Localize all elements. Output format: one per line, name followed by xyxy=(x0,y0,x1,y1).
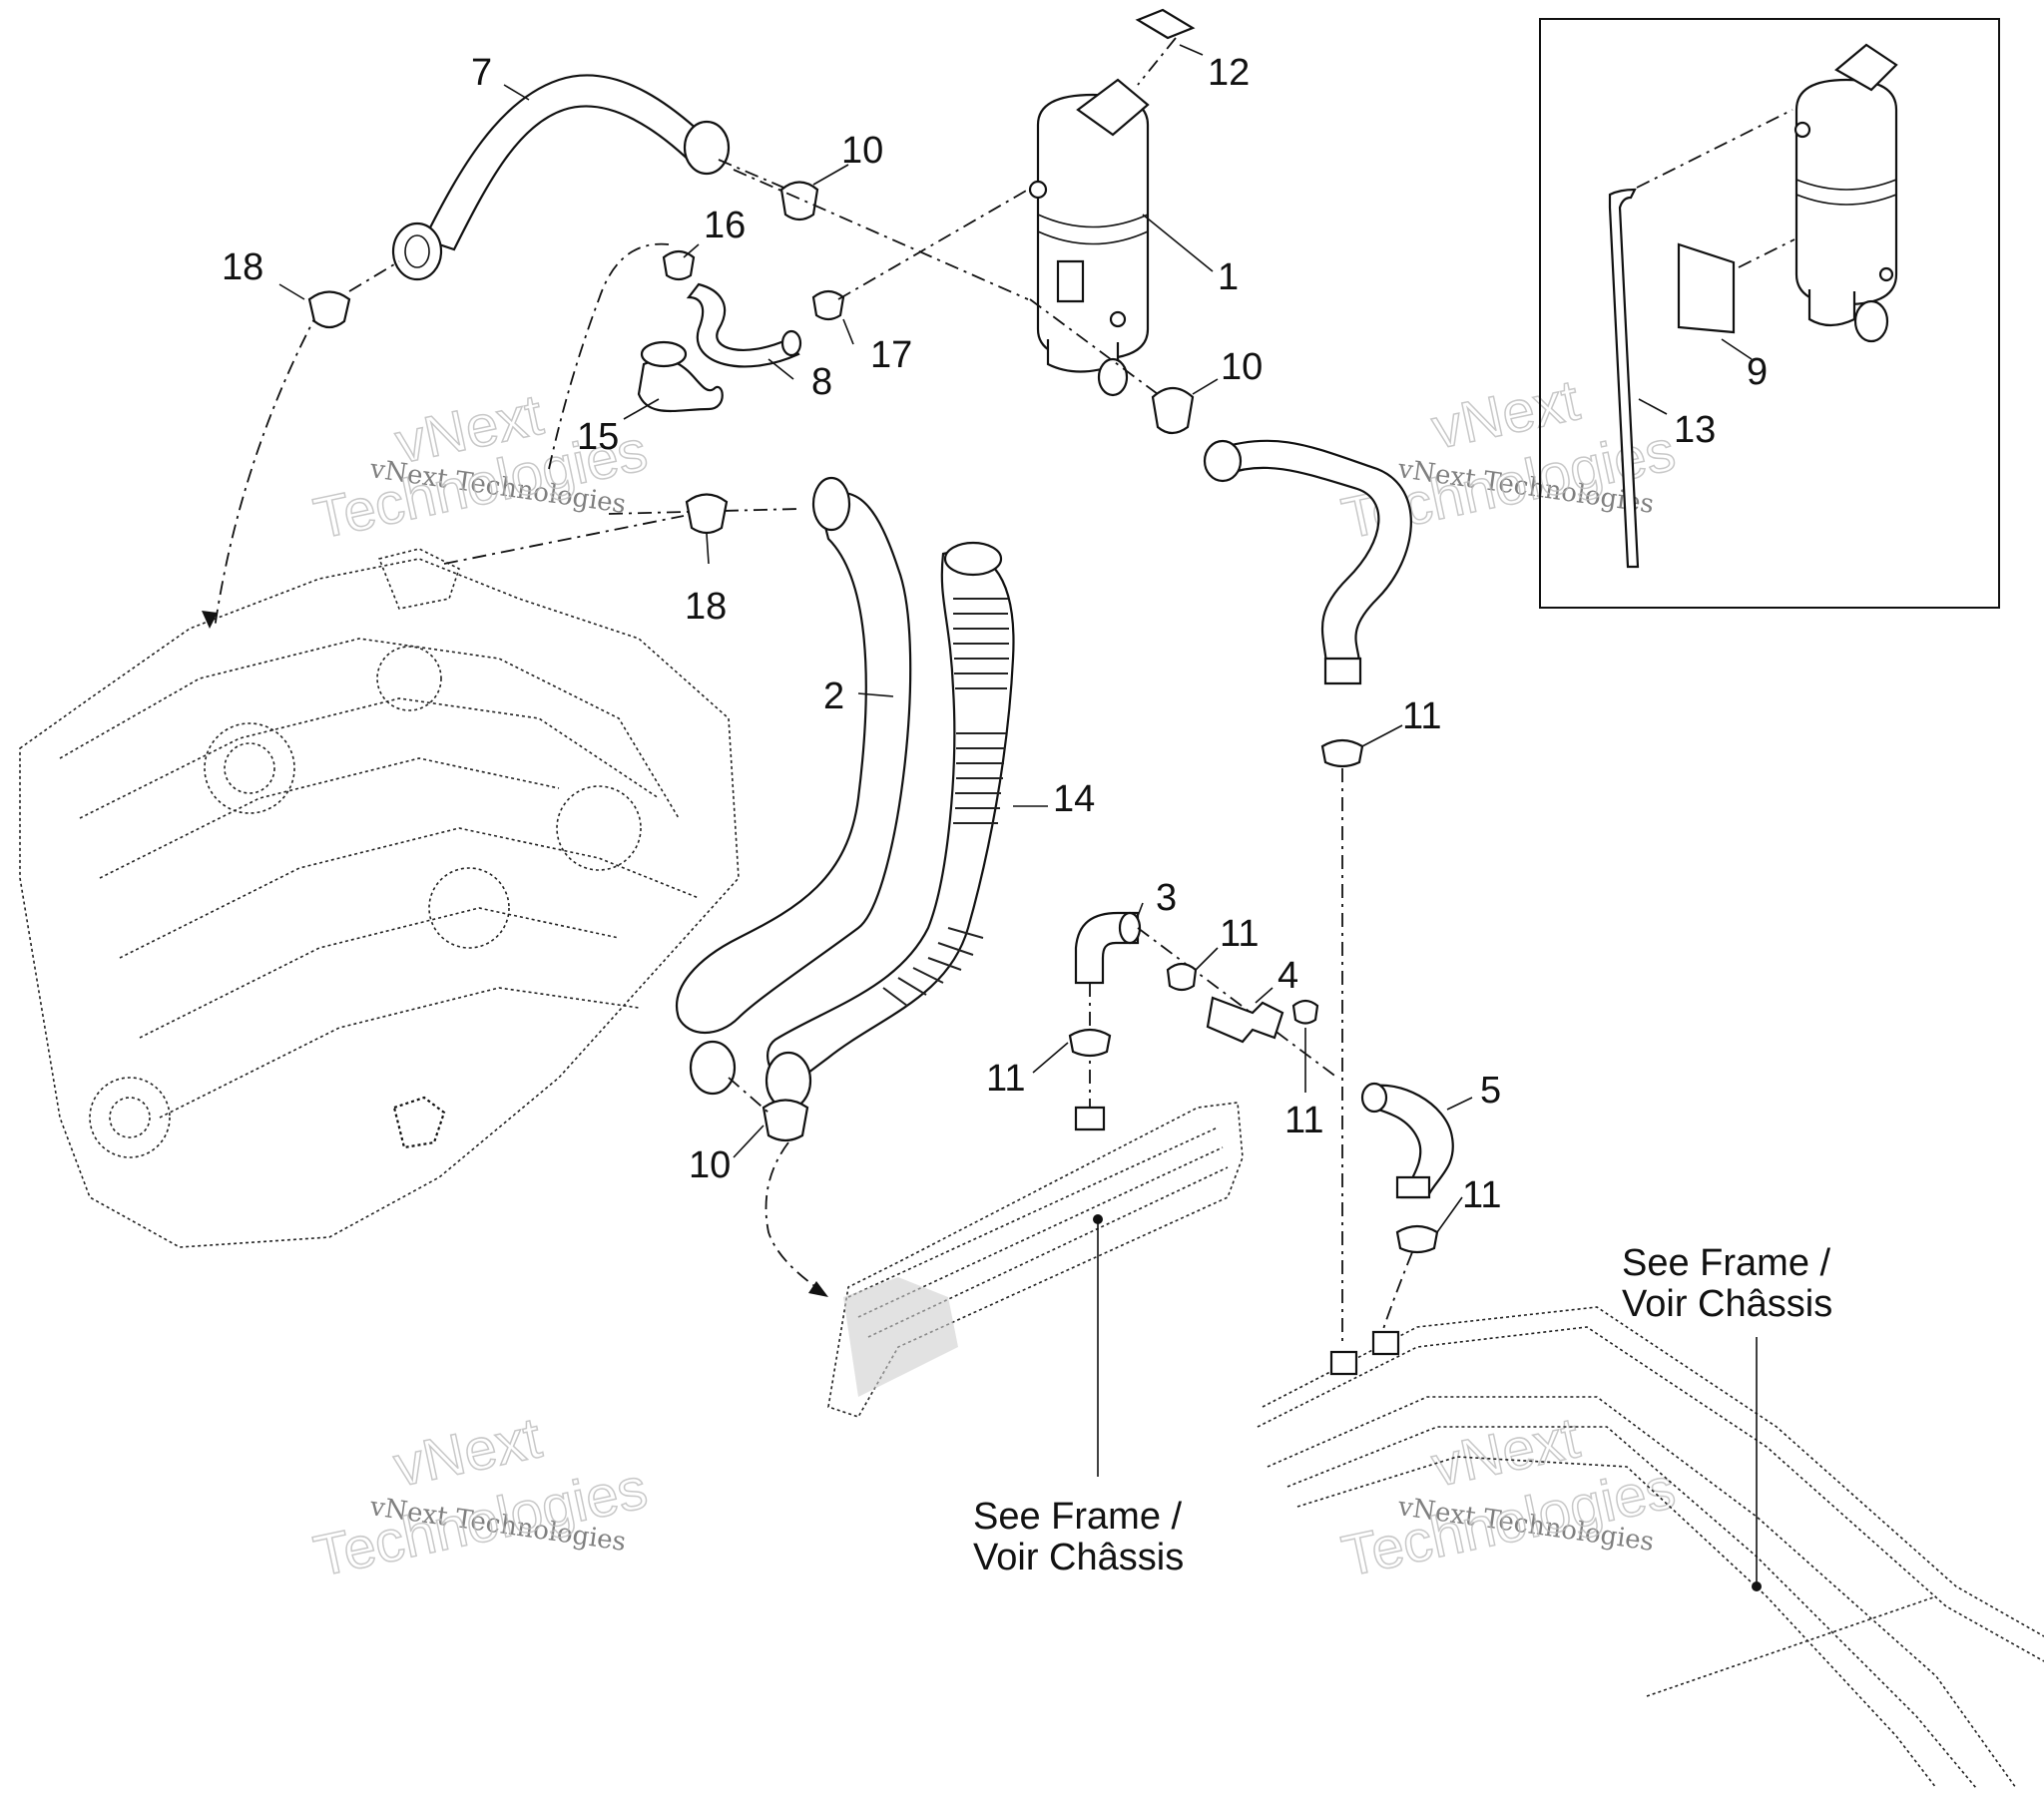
reference-text-line1: See Frame / xyxy=(973,1496,1183,1538)
clamp-11-mid xyxy=(1166,962,1198,992)
elbow-3 xyxy=(1074,911,1142,985)
label-part-5: 5 xyxy=(1480,1070,1501,1112)
clamp-11-mid2 xyxy=(1291,999,1319,1025)
label-part-11: 11 xyxy=(1284,1100,1323,1141)
label-part-15: 15 xyxy=(577,416,619,458)
clamp-11-right xyxy=(1320,738,1364,768)
part-labels: 7 12 10 16 18 1 17 8 15 10 9 13 18 2 14 … xyxy=(222,52,1768,1216)
engine-assembly xyxy=(19,548,740,1248)
frame-reference-right: See Frame / Voir Châssis xyxy=(1622,1242,1832,1325)
label-part-18: 18 xyxy=(222,246,263,288)
label-part-16: 16 xyxy=(704,205,746,246)
leader-18-to-engine xyxy=(214,308,320,630)
reference-text-line2: Voir Châssis xyxy=(973,1537,1184,1578)
reference-text-line2: Voir Châssis xyxy=(1622,1283,1832,1325)
clamp-11-bottom xyxy=(1395,1224,1439,1254)
label-part-7: 7 xyxy=(471,52,492,94)
watermark-top-left: vNext vNext Technologies Technologies xyxy=(307,381,653,552)
watermark-bottom-left: vNext vNext Technologies Technologies xyxy=(307,1405,653,1590)
frame-reference-center: See Frame / Voir Châssis xyxy=(973,1496,1184,1578)
leader-lines xyxy=(278,44,1473,1233)
frame-rails xyxy=(1257,1306,2044,1789)
label-part-11: 11 xyxy=(1220,913,1259,955)
hose-15 xyxy=(637,340,724,413)
label-part-14: 14 xyxy=(1053,778,1095,820)
hose-8 xyxy=(686,282,802,368)
label-part-10: 10 xyxy=(689,1144,731,1186)
clamp-10-top xyxy=(779,181,819,222)
label-part-17: 17 xyxy=(870,334,912,376)
label-part-2: 2 xyxy=(823,675,844,717)
label-part-10: 10 xyxy=(1221,346,1263,388)
clamp-18-top xyxy=(307,290,351,329)
label-part-18: 18 xyxy=(685,586,727,628)
label-part-11: 11 xyxy=(1402,695,1441,737)
cap-12 xyxy=(1135,8,1196,40)
clamp-10-bottom xyxy=(762,1099,809,1142)
label-part-11: 11 xyxy=(986,1058,1025,1100)
label-part-9: 9 xyxy=(1747,351,1768,393)
hose-5 xyxy=(1360,1082,1454,1199)
hose-14 xyxy=(765,541,1015,1111)
clamp-18-mid xyxy=(685,493,729,535)
label-part-13: 13 xyxy=(1674,409,1716,451)
fitting-4 xyxy=(1206,996,1284,1044)
label-part-10: 10 xyxy=(841,130,883,172)
hose-upper-right xyxy=(1203,439,1412,685)
coolant-tank-1 xyxy=(1028,78,1150,397)
clamp-10-right xyxy=(1151,386,1195,435)
label-part-11: 11 xyxy=(1462,1174,1501,1216)
label-part-3: 3 xyxy=(1156,877,1177,919)
label-part-8: 8 xyxy=(811,361,832,403)
hose-7 xyxy=(391,74,731,281)
heat-exchanger xyxy=(827,1102,1244,1418)
clamp-17 xyxy=(811,289,845,321)
label-part-12: 12 xyxy=(1208,52,1250,94)
inset-detail-box xyxy=(1539,18,2000,609)
label-part-1: 1 xyxy=(1218,256,1239,298)
reference-text-line1: See Frame / xyxy=(1622,1242,1831,1284)
hose-2 xyxy=(676,476,912,1096)
clamp-11-left xyxy=(1068,1028,1112,1058)
label-part-4: 4 xyxy=(1278,955,1298,997)
clamp-16 xyxy=(662,249,696,281)
watermark-bottom-right: vNext vNext Technologies Technologies xyxy=(1335,1405,1681,1590)
